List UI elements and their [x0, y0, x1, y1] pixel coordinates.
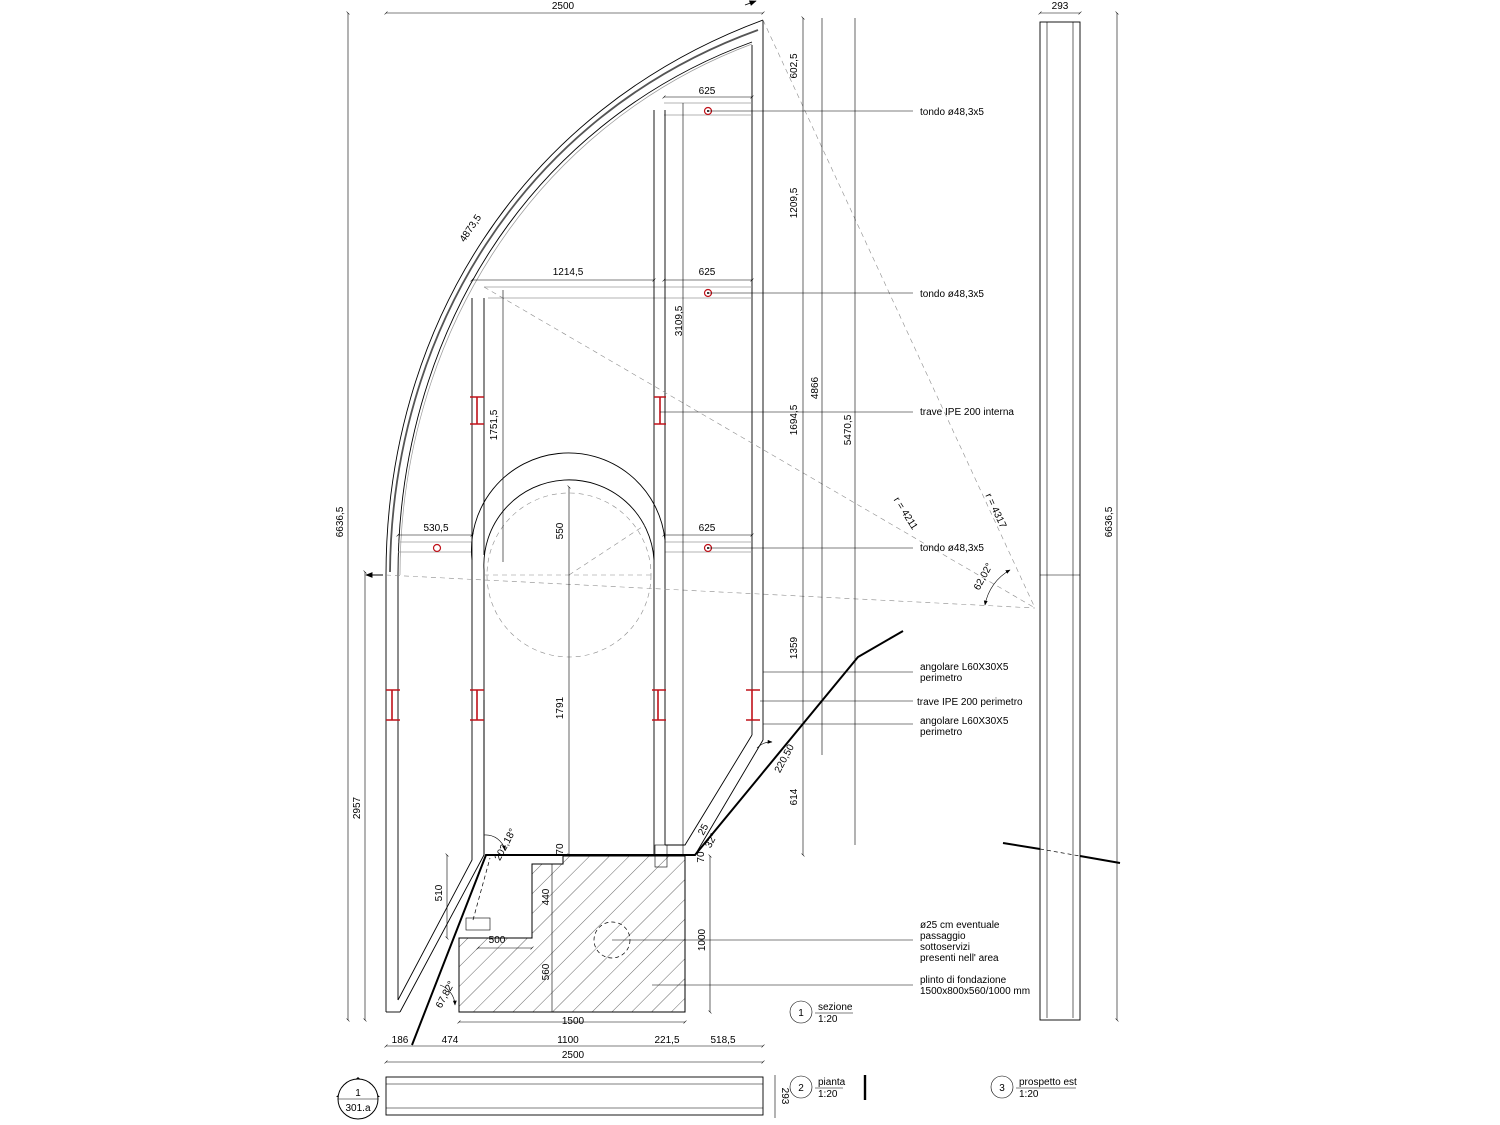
note-angolare-2b: perimetro [920, 727, 963, 738]
section-marker [336, 1077, 380, 1120]
dim-1100: 1100 [557, 1035, 579, 1046]
dim-560: 560 [541, 963, 552, 980]
angle-202: 202,18° [493, 827, 519, 863]
dim-elev-width: 293 [1052, 1, 1069, 12]
view-1-name: sezione [818, 1002, 853, 1013]
dim-1500: 1500 [562, 1016, 585, 1027]
dim-186: 186 [392, 1035, 409, 1046]
note-angolare-2: angolare L60X30X5 [920, 716, 1009, 727]
note-passaggio-4: presenti nell' area [920, 953, 999, 964]
note-angolare-1b: perimetro [920, 673, 963, 684]
dim-221: 221,5 [654, 1035, 679, 1046]
view-2-name: pianta [818, 1077, 846, 1088]
dim-70-a: 70 [555, 843, 566, 855]
dim-625-a: 625 [699, 86, 716, 97]
dim-bottom-width: 2500 [562, 1050, 585, 1061]
dim-1791: 1791 [555, 696, 566, 719]
note-tondo-3: tondo ø48,3x5 [920, 543, 984, 554]
dim-arc-length: 4873,5 [458, 212, 484, 244]
note-plinto-2: 1500x800x560/1000 mm [920, 986, 1030, 997]
radius-4317: r = 4317 [982, 492, 1008, 531]
view-number-circle [789, 1000, 813, 1024]
dim-2957: 2957 [352, 796, 363, 819]
note-angolare-1: angolare L60X30X5 [920, 662, 1009, 673]
ground-line [411, 630, 904, 1046]
dimension-texts: 2500 293 4873,5 602,5 625 1209,5 1214,5 … [335, 1, 1115, 1105]
dim-70-b: 70 [696, 851, 707, 863]
ipe-section-icon [386, 396, 760, 721]
note-passaggio-1: ø25 cm eventuale [920, 920, 1000, 931]
plan-view [385, 1075, 867, 1116]
east-elevation-view [1002, 21, 1121, 1021]
note-tondo-1: tondo ø48,3x5 [920, 107, 984, 118]
dim-293-plan: 293 [779, 1088, 790, 1105]
note-tondo-2: tondo ø48,3x5 [920, 289, 984, 300]
dim-550: 550 [555, 522, 566, 539]
view-2-number: 2 [798, 1083, 804, 1094]
dim-6636-right: 6636,5 [1104, 506, 1115, 537]
dim-625-b: 625 [699, 267, 716, 278]
dim-500: 500 [489, 935, 506, 946]
foundation-plinth [458, 855, 686, 1013]
view-number-circle [990, 1075, 1014, 1099]
dim-474: 474 [442, 1035, 459, 1046]
dim-4866: 4866 [810, 376, 821, 399]
dim-220: 220,50 [773, 742, 797, 775]
dim-1694: 1694,5 [789, 404, 800, 435]
round-tube-icon [432, 106, 713, 553]
view-3-number: 3 [999, 1083, 1005, 1094]
dim-25: 25 [696, 822, 711, 837]
note-trave-perimetro: trave IPE 200 perimetro [917, 697, 1023, 708]
section-view [346, 0, 1119, 1118]
dim-602: 602,5 [789, 53, 800, 78]
dim-518: 518,5 [710, 1035, 735, 1046]
view-2-scale: 1:20 [818, 1089, 838, 1100]
dim-1359: 1359 [789, 636, 800, 659]
view-3-scale: 1:20 [1019, 1089, 1039, 1100]
dim-625-c: 625 [699, 523, 716, 534]
dim-614: 614 [789, 788, 800, 805]
note-plinto-1: plinto di fondazione [920, 975, 1007, 986]
dim-1751: 1751,5 [489, 409, 500, 440]
dimension-lines [346, 11, 1119, 1118]
dim-5470: 5470,5 [843, 414, 854, 445]
view-number-circle [789, 1075, 813, 1099]
dim-1214: 1214,5 [553, 267, 584, 278]
note-trave-interna: trave IPE 200 interna [920, 407, 1014, 418]
note-passaggio-3: sottoservizi [920, 942, 970, 953]
dim-1000: 1000 [697, 928, 708, 951]
dim-510: 510 [434, 884, 445, 901]
dim-440: 440 [541, 888, 552, 905]
view-1-scale: 1:20 [818, 1014, 838, 1025]
note-passaggio-2: passaggio [920, 931, 966, 942]
dim-3109: 3109,5 [674, 305, 685, 336]
section-marker-sheet: 301.a [345, 1103, 370, 1114]
annotation-texts: tondo ø48,3x5 tondo ø48,3x5 trave IPE 20… [917, 107, 1030, 997]
radius-4211: r = 4211 [891, 495, 920, 532]
angle-62: 62,02° [972, 561, 995, 592]
view-3-name: prospetto est [1019, 1077, 1077, 1088]
angle-67: 67,82° [434, 979, 457, 1010]
dim-530: 530,5 [423, 523, 448, 534]
dim-6636-left: 6636,5 [335, 506, 346, 537]
view-1-number: 1 [798, 1008, 804, 1019]
dim-top-width: 2500 [552, 1, 575, 12]
view-titles: 1 sezione 1:20 2 pianta 1:20 3 prospetto… [345, 1002, 1077, 1114]
dim-1209: 1209,5 [789, 187, 800, 218]
section-marker-number: 1 [355, 1088, 361, 1099]
